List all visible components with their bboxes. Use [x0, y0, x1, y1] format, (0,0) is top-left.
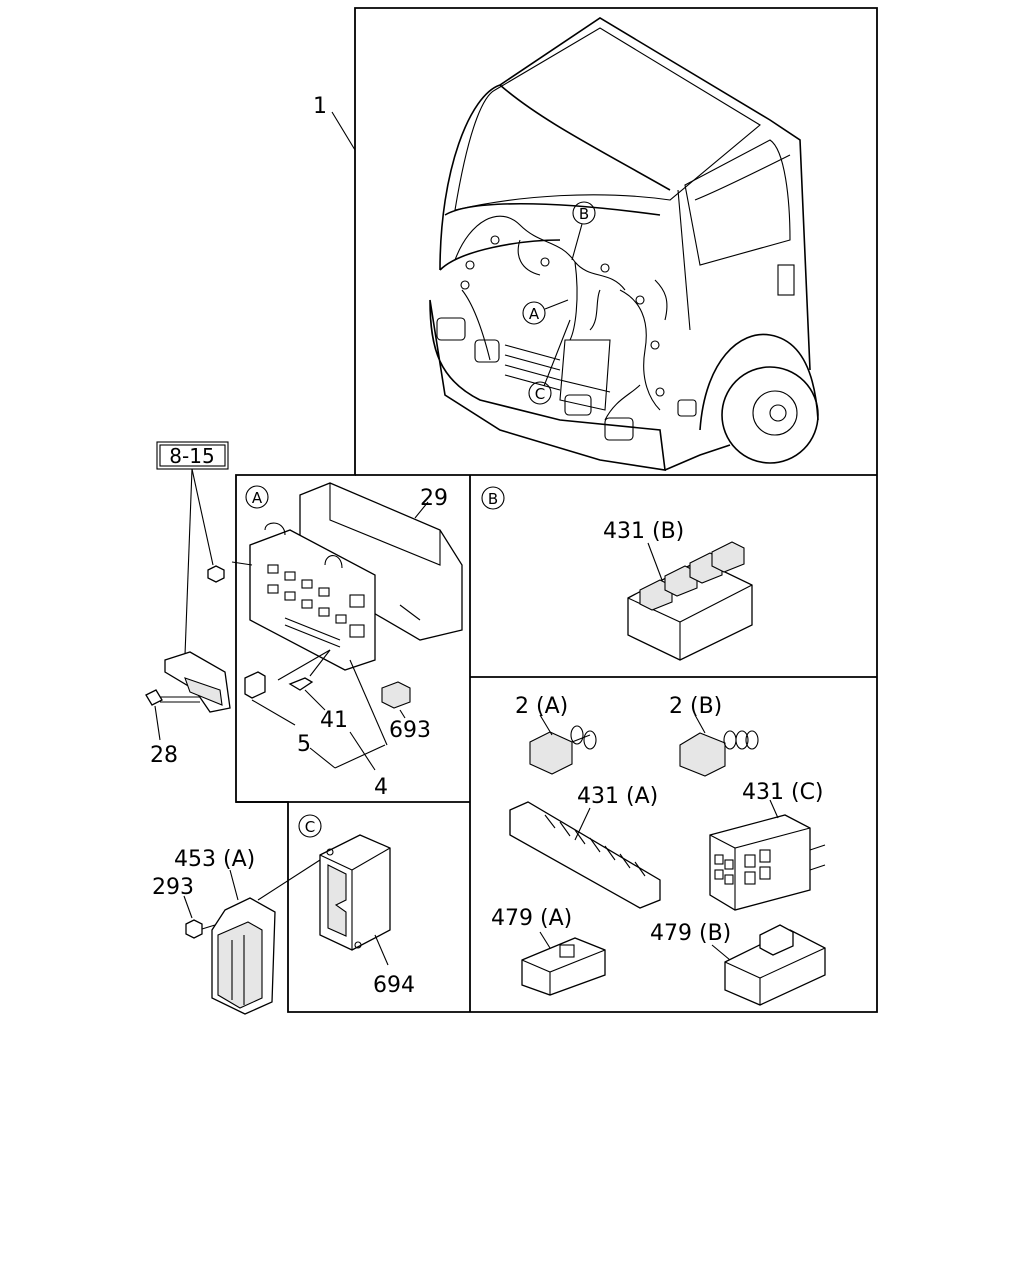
- label-part-431a: 431 (A): [577, 784, 658, 809]
- nut-293: [183, 895, 216, 939]
- fuse-box-body: [231, 522, 376, 671]
- connector-479a: [521, 931, 606, 996]
- svg-text:A: A: [252, 489, 263, 507]
- relay-2b: [679, 714, 759, 777]
- connector-431c: [709, 799, 826, 911]
- callout-b-panel: B: [481, 486, 505, 510]
- callout-b-cab: B: [572, 201, 596, 225]
- label-part-4: 4: [374, 775, 388, 800]
- label-part-5: 5: [297, 732, 311, 757]
- reference-box: 8-15: [156, 441, 229, 656]
- callout-a-cab: A: [522, 301, 546, 325]
- bracket-453a: [211, 859, 321, 1015]
- label-part-2b: 2 (B): [669, 694, 722, 719]
- svg-text:A: A: [529, 305, 540, 323]
- label-part-29: 29: [420, 486, 448, 511]
- connector-431a: [509, 801, 661, 909]
- panel-frames: [235, 7, 878, 1013]
- panel-a-leaders: [251, 649, 406, 771]
- callout-a-panel: A: [245, 485, 269, 509]
- svg-text:B: B: [579, 205, 589, 223]
- label-part-41: 41: [320, 708, 348, 733]
- fuse-41: [288, 677, 314, 691]
- label-part-28: 28: [150, 743, 178, 768]
- relay-5: [244, 671, 266, 699]
- callout-c-panel: C: [298, 814, 322, 838]
- label-part-431b: 431 (B): [603, 519, 684, 544]
- connector-479b: [711, 924, 826, 1006]
- bolt-28: [145, 689, 200, 741]
- nut: [207, 565, 225, 583]
- label-part-479a: 479 (A): [491, 906, 572, 931]
- mounting-bracket: [164, 651, 231, 713]
- relay-693: [381, 681, 411, 709]
- label-part-293: 293: [152, 875, 194, 900]
- label-part-1: 1: [313, 94, 327, 119]
- truck-cab-illustration: [331, 17, 819, 471]
- label-part-693: 693: [389, 718, 431, 743]
- svg-text:C: C: [305, 818, 315, 836]
- svg-text:B: B: [488, 490, 498, 508]
- svg-text:C: C: [535, 385, 545, 403]
- callout-c-cab: C: [528, 381, 552, 405]
- control-unit-694: [319, 834, 391, 966]
- relay-2a: [529, 714, 597, 775]
- svg-text:8-15: 8-15: [169, 444, 214, 468]
- label-part-453a: 453 (A): [174, 847, 255, 872]
- label-part-479b: 479 (B): [650, 921, 731, 946]
- label-part-694: 694: [373, 973, 415, 998]
- label-part-431c: 431 (C): [742, 780, 824, 805]
- label-part-2a: 2 (A): [515, 694, 568, 719]
- connector-431b: [627, 541, 753, 661]
